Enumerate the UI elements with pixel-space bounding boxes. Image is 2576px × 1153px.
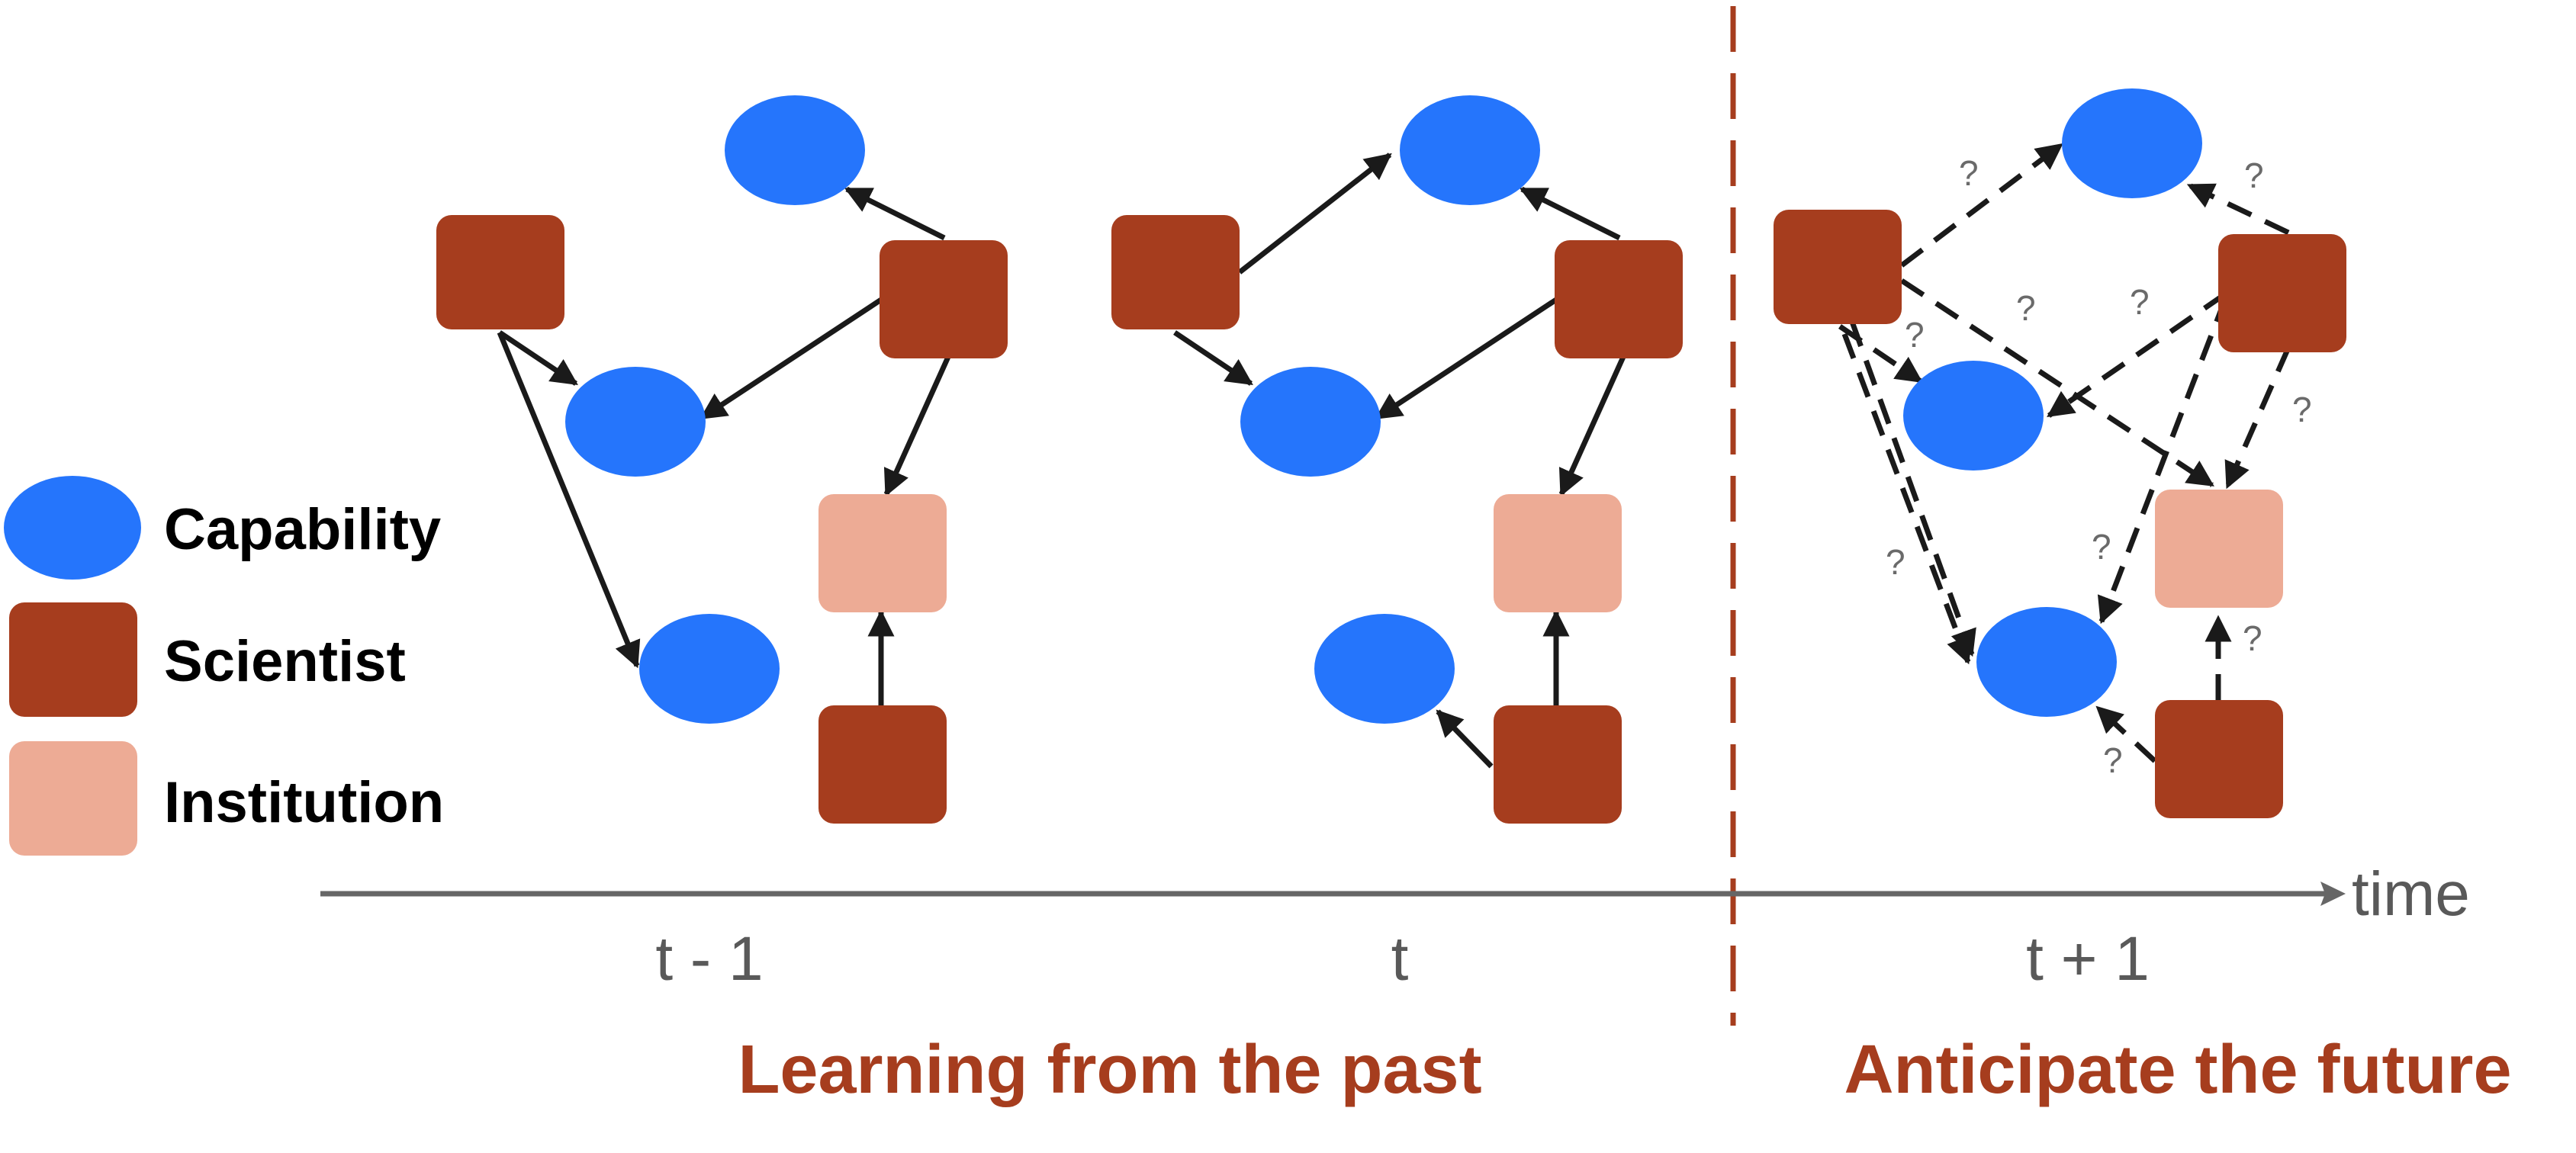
capability-node xyxy=(639,614,780,724)
edge-arrow xyxy=(883,355,951,497)
time-axis-arrowhead xyxy=(2320,882,2346,906)
scientist-node xyxy=(1555,240,1683,358)
legend-institution-symbol xyxy=(9,741,137,856)
tick-label-t-plus-1: t + 1 xyxy=(2026,924,2150,994)
legend-capability-label: Capability xyxy=(164,497,441,562)
scientist-node xyxy=(2155,700,2283,818)
capability-node xyxy=(565,367,706,477)
edge-arrow xyxy=(497,331,641,669)
uncertainty-markers: ? ? ? ? ? ? ? ? ? ? xyxy=(1886,153,2312,780)
edges xyxy=(1173,153,1626,769)
predicted-edge-arrow xyxy=(1841,332,1973,665)
tick-label-t-minus-1: t - 1 xyxy=(655,924,763,994)
scientist-node xyxy=(1494,705,1622,824)
legend-institution-label: Institution xyxy=(164,770,444,835)
legend-capability-symbol xyxy=(4,476,141,580)
edge-arrow xyxy=(1436,709,1494,769)
question-mark: ? xyxy=(1959,153,1979,193)
question-mark: ? xyxy=(2130,282,2150,322)
future-period-label: Anticipate the future xyxy=(1844,1032,2511,1108)
question-mark: ? xyxy=(1886,542,1905,582)
predicted-edge-arrow xyxy=(1900,278,2214,487)
edge-arrow xyxy=(1558,355,1626,497)
question-mark: ? xyxy=(2292,390,2312,429)
question-mark: ? xyxy=(2243,618,2262,658)
capability-node xyxy=(1314,614,1455,724)
legend-scientist-symbol xyxy=(9,602,137,717)
predicted-edge-arrow xyxy=(1849,320,1976,657)
tick-label-t: t xyxy=(1391,924,1409,994)
question-mark: ? xyxy=(2016,288,2036,328)
graph-t xyxy=(1111,95,1683,824)
predicted-edge-arrow xyxy=(2224,346,2291,490)
time-axis-label: time xyxy=(2352,859,2470,929)
scientist-node xyxy=(880,240,1008,358)
legend: Capability Scientist Institution xyxy=(4,476,444,856)
capability-node xyxy=(1400,95,1540,205)
edge-arrow xyxy=(699,297,883,420)
edges xyxy=(497,186,951,707)
question-mark: ? xyxy=(2092,527,2111,567)
edge-arrow xyxy=(498,330,578,386)
predicted-edge-arrow xyxy=(2095,705,2157,763)
edge-arrow xyxy=(844,186,946,241)
capability-node xyxy=(2062,88,2202,198)
scientist-node xyxy=(818,705,947,824)
scientist-node xyxy=(1774,210,1902,324)
question-mark: ? xyxy=(1905,315,1925,355)
graph-t-minus-1 xyxy=(436,95,1008,824)
time-axis: time t - 1 t t + 1 xyxy=(320,859,2470,994)
edge-arrow xyxy=(1237,153,1392,275)
question-mark: ? xyxy=(2103,740,2123,780)
capability-node xyxy=(725,95,865,205)
question-mark: ? xyxy=(2244,156,2264,195)
predicted-edge-arrow xyxy=(1838,324,1923,384)
scientist-node xyxy=(436,215,564,329)
predicted-edge-arrow xyxy=(2186,182,2290,236)
graph-t-plus-1: ? ? ? ? ? ? ? ? ? ? xyxy=(1774,88,2346,818)
predicted-edge-arrow xyxy=(2097,296,2229,625)
institution-node xyxy=(1494,494,1622,612)
capability-node xyxy=(1976,607,2117,717)
predicted-edge-arrow xyxy=(2047,291,2227,418)
predicted-edges xyxy=(1838,143,2291,763)
institution-node xyxy=(2155,490,2283,608)
scientist-node xyxy=(2218,234,2346,352)
predicted-edge-arrow xyxy=(1899,143,2063,268)
edge-arrow xyxy=(1375,297,1558,420)
edge-arrow xyxy=(1519,186,1621,241)
capability-node xyxy=(1240,367,1381,477)
institution-node xyxy=(818,494,947,612)
capability-node xyxy=(1903,361,2044,471)
scientist-node xyxy=(1111,215,1240,329)
edge-arrow xyxy=(1173,330,1253,386)
legend-scientist-label: Scientist xyxy=(164,629,406,694)
past-period-label: Learning from the past xyxy=(738,1032,1481,1108)
